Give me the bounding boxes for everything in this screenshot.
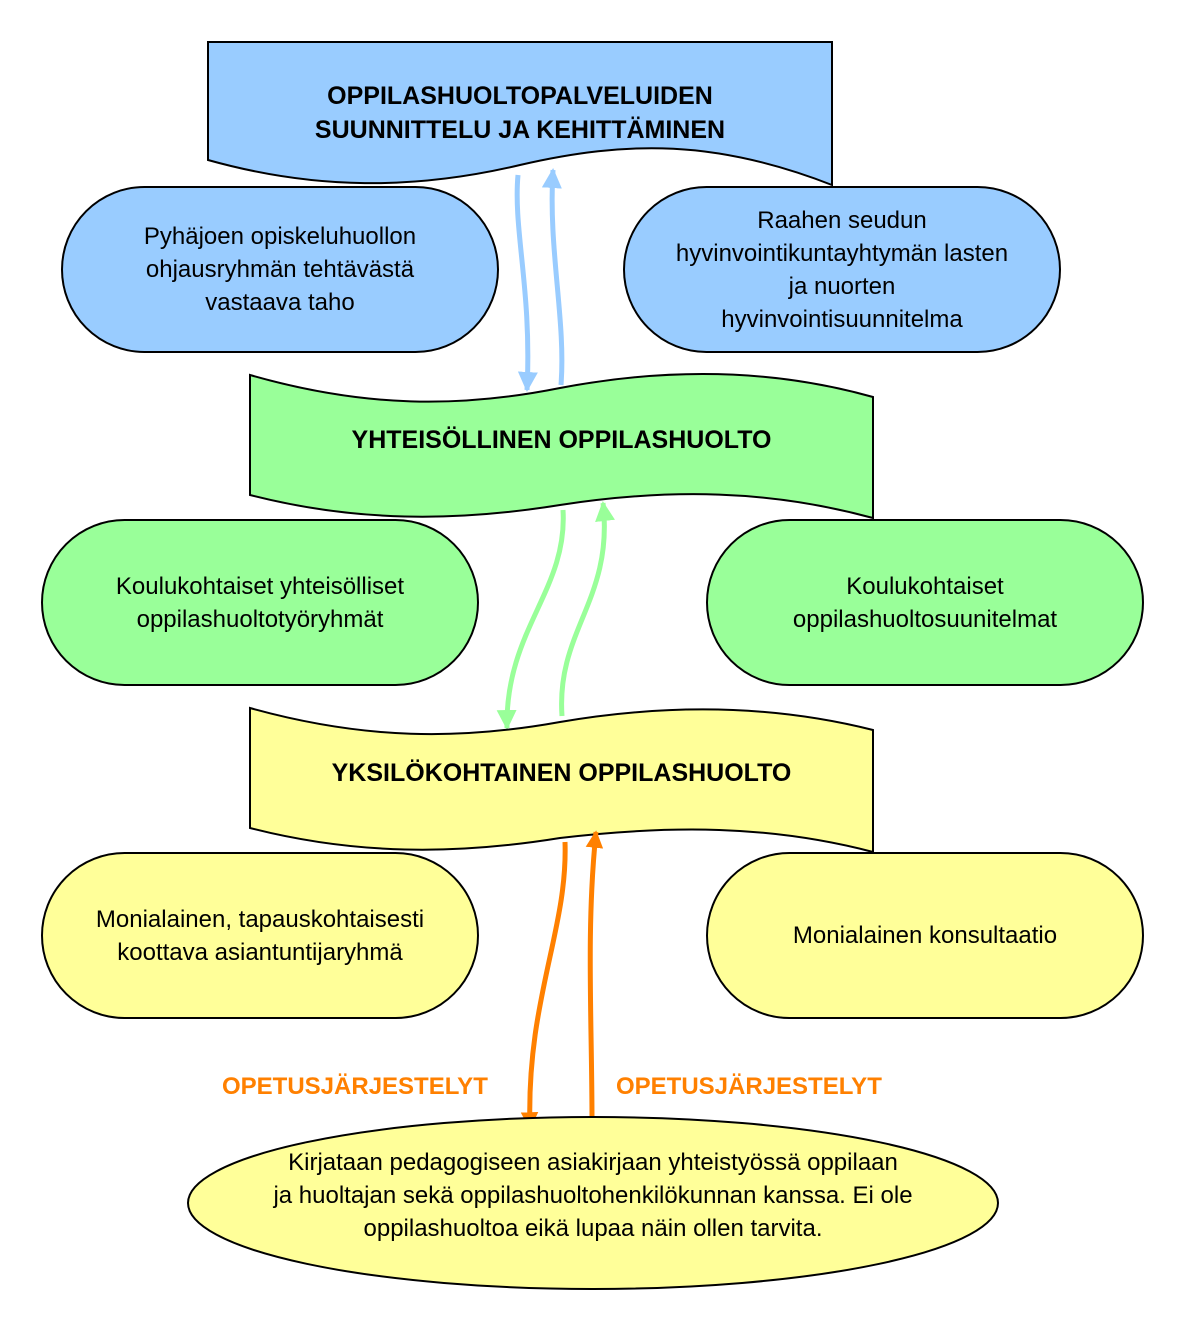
banner-individual-text: YKSILÖKOHTAINEN OPPILASHUOLTO [331,759,792,787]
oval-line: hyvinvointisuunnitelma [721,305,963,333]
oval-pedagogical [187,1116,999,1290]
arrow-label-right: OPETUSJÄRJESTELYT [616,1073,882,1100]
oval-pedagogical-label: Kirjataan pedagogiseen asiakirjaan yhtei… [188,1140,998,1250]
banner-community-shape [249,372,874,520]
banner-planning-shape [207,41,833,187]
oval-line: koottava asiantuntijaryhmä [117,938,403,966]
oval-line: Raahen seudun [757,206,927,234]
oval-line: oppilashuoltotyöryhmät [136,605,384,633]
oval-school-plans [706,519,1144,686]
arrow-planning-to-community [514,174,538,392]
arrow-community-to-planning [541,168,565,386]
arrow-individual-to-community [559,501,615,717]
oval-school-groups [41,519,479,686]
banner-planning-label: OPPILASHUOLTOPALVELUIDEN SUUNNITTELU JA … [208,78,832,148]
oval-line: Koulukohtaiset [846,572,1004,600]
banner-community-text: YHTEISÖLLINEN OPPILASHUOLTO [351,426,772,454]
oval-line: Koulukohtaiset yhteisölliset [115,572,405,600]
oval-consultation [706,852,1144,1019]
arrow-label-left: OPETUSJÄRJESTELYT [222,1073,488,1100]
oval-expert-group [41,852,479,1019]
arrow-community-to-individual [496,509,566,730]
arrow-individual-to-pedagogical [520,841,568,1130]
banner-planning-line2: SUUNNITTELU JA KEHITTÄMINEN [314,116,726,144]
oval-line: Kirjataan pedagogiseen asiakirjaan yhtei… [288,1148,898,1176]
oval-wellbeing-plan-label: Raahen seudun hyvinvointikuntayhtymän la… [624,187,1060,352]
oval-line: vastaava taho [205,289,355,316]
oval-consultation-label: Monialainen konsultaatio [707,853,1143,1018]
banner-community-label: YHTEISÖLLINEN OPPILASHUOLTO [250,420,873,460]
oval-school-plans-label: Koulukohtaiset oppilashuoltosuunitelmat [707,520,1143,685]
oval-line: Monialainen, tapauskohtaisesti [95,905,425,933]
oval-line: oppilashuoltosuunitelmat [792,605,1058,633]
oval-wellbeing-plan [623,186,1061,353]
oval-line: ja huoltajan sekä oppilashuoltohenkilöku… [273,1181,913,1209]
banner-individual-label: YKSILÖKOHTAINEN OPPILASHUOLTO [250,753,873,793]
arrow-pedagogical-to-individual [585,830,604,1123]
oval-school-groups-label: Koulukohtaiset yhteisölliset oppilashuol… [42,520,478,685]
oval-steering-group [61,186,499,353]
oval-line: hyvinvointikuntayhtymän lasten [675,239,1009,267]
oval-line: Pyhäjoen opiskeluhuollon [143,223,417,250]
oval-line: oppilashuoltoa eikä lupaa näin ollen tar… [363,1214,823,1242]
oval-line: ja nuorten [788,272,896,300]
banner-planning-line1: OPPILASHUOLTOPALVELUIDEN [327,82,713,110]
oval-expert-group-label: Monialainen, tapauskohtaisesti koottava … [42,853,478,1018]
oval-line: ohjausryhmän tehtävästä [145,256,415,283]
oval-steering-group-label: Pyhäjoen opiskeluhuollon ohjausryhmän te… [62,187,498,352]
oval-line: Monialainen konsultaatio [792,922,1058,949]
